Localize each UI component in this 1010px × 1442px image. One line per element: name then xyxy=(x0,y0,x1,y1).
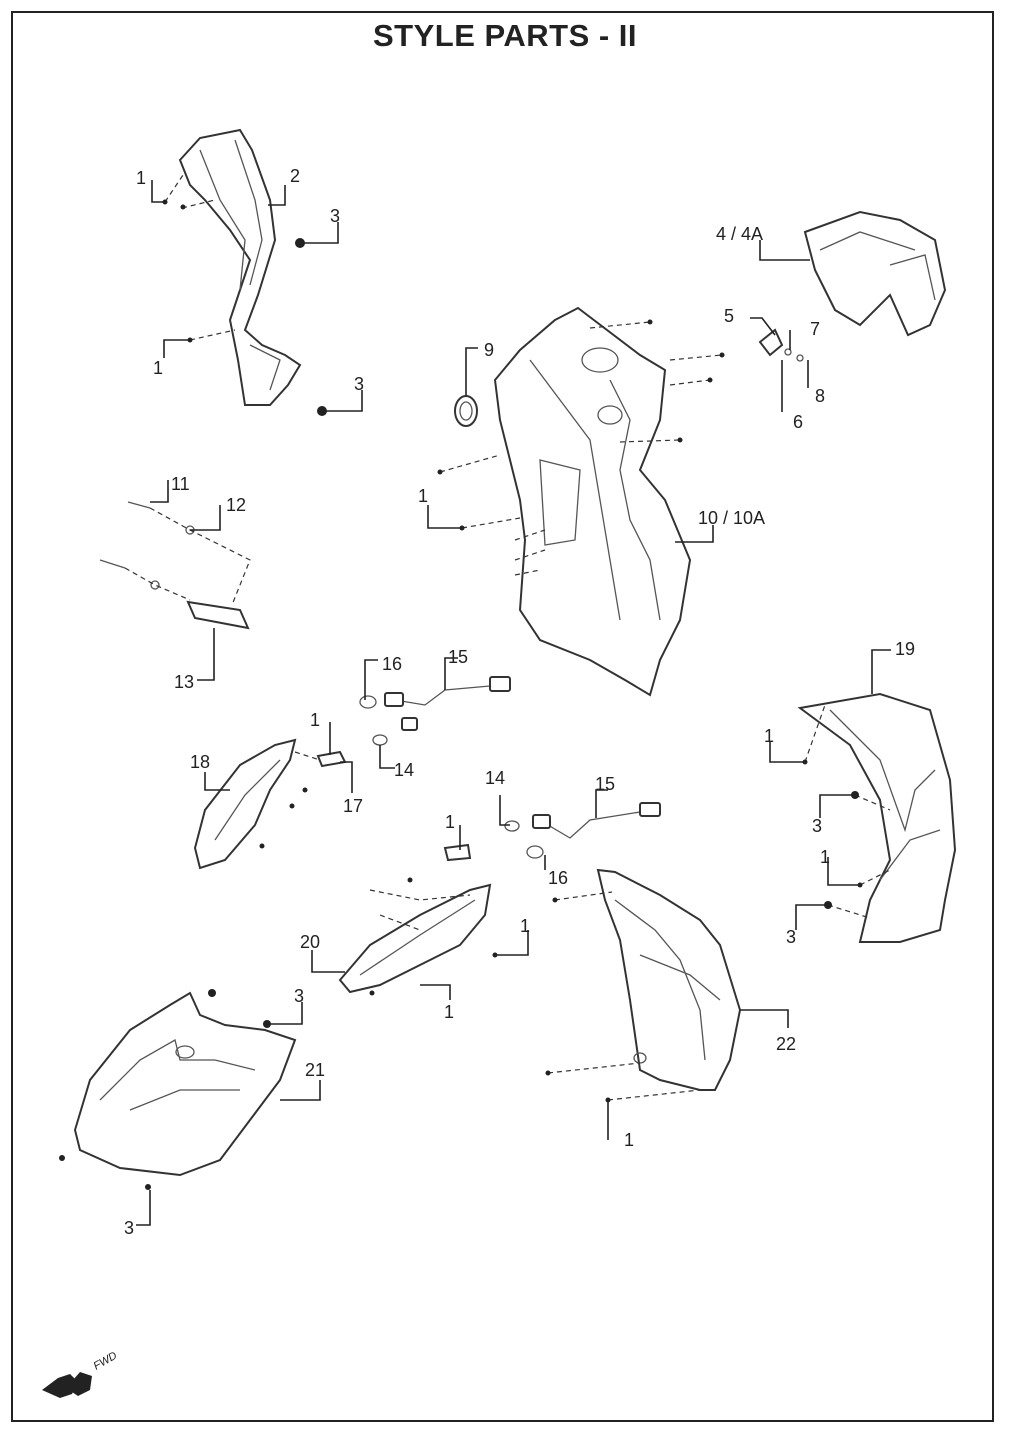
callout-14: 14 xyxy=(394,760,414,780)
callout-1: 1 xyxy=(136,168,146,188)
part-21-front-cover xyxy=(73,991,297,1177)
callout-7: 7 xyxy=(810,319,820,339)
callout-1: 1 xyxy=(444,1002,454,1022)
part-5-clip xyxy=(758,328,804,362)
part-13-bracket xyxy=(99,501,251,630)
callout-11: 11 xyxy=(171,474,190,494)
callout-3: 3 xyxy=(354,374,364,394)
callout-20: 20 xyxy=(300,932,320,952)
callout-1: 1 xyxy=(310,710,320,730)
callout-16: 16 xyxy=(382,654,402,674)
diagram-frame xyxy=(11,11,994,1422)
callout-1: 1 xyxy=(820,847,830,867)
callout-leaders xyxy=(136,180,891,1226)
callout-1: 1 xyxy=(445,812,455,832)
part-10-leg-shield xyxy=(493,306,692,697)
callout-15: 15 xyxy=(448,647,468,667)
part-15-harness-upper xyxy=(359,676,511,746)
callout-19: 19 xyxy=(895,639,915,659)
callout-3: 3 xyxy=(294,986,304,1006)
callout-16: 16 xyxy=(548,868,568,888)
callout-6: 6 xyxy=(793,412,803,432)
callout-1: 1 xyxy=(624,1130,634,1150)
callout-5: 5 xyxy=(724,306,734,326)
part-22-side-cover xyxy=(596,868,742,1091)
callout-labels: 1 2 3 1 3 4 / 4A 5 7 8 6 9 1 10 / 10A 11… xyxy=(124,166,915,1238)
callout-18: 18 xyxy=(190,752,210,772)
callout-22: 22 xyxy=(776,1034,796,1054)
fastener-lines xyxy=(59,171,891,1190)
callout-13: 13 xyxy=(174,672,194,692)
part-20-headlight xyxy=(338,843,492,994)
part-2-inner-frame xyxy=(178,128,302,406)
callout-9: 9 xyxy=(484,340,494,360)
callout-15: 15 xyxy=(595,774,615,794)
callout-3: 3 xyxy=(812,816,822,836)
callout-1: 1 xyxy=(418,486,428,506)
callout-3: 3 xyxy=(786,927,796,947)
callout-12: 12 xyxy=(226,495,246,515)
callout-2: 2 xyxy=(290,166,300,186)
fwd-indicator: FWD xyxy=(42,1350,119,1398)
part-15-harness-lower xyxy=(504,802,661,859)
callout-1: 1 xyxy=(764,726,774,746)
fwd-label: FWD xyxy=(92,1350,120,1373)
callout-21: 21 xyxy=(305,1060,325,1080)
fwd-arrow-icon xyxy=(42,1374,78,1398)
callout-14: 14 xyxy=(485,768,505,788)
callout-17: 17 xyxy=(343,796,363,816)
part-9-grommet xyxy=(454,395,478,427)
callout-4-4a: 4 / 4A xyxy=(716,224,763,244)
part-18-turn-signal xyxy=(193,738,347,870)
callout-8: 8 xyxy=(815,386,825,406)
part-19-side-cover xyxy=(797,692,957,943)
part-4-upper-cover xyxy=(803,210,947,337)
callout-1: 1 xyxy=(520,916,530,936)
callout-3: 3 xyxy=(330,206,340,226)
callout-1: 1 xyxy=(153,358,163,378)
page-title: STYLE PARTS - II xyxy=(372,18,638,53)
callout-3: 3 xyxy=(124,1218,134,1238)
callout-10-10a: 10 / 10A xyxy=(698,508,765,528)
